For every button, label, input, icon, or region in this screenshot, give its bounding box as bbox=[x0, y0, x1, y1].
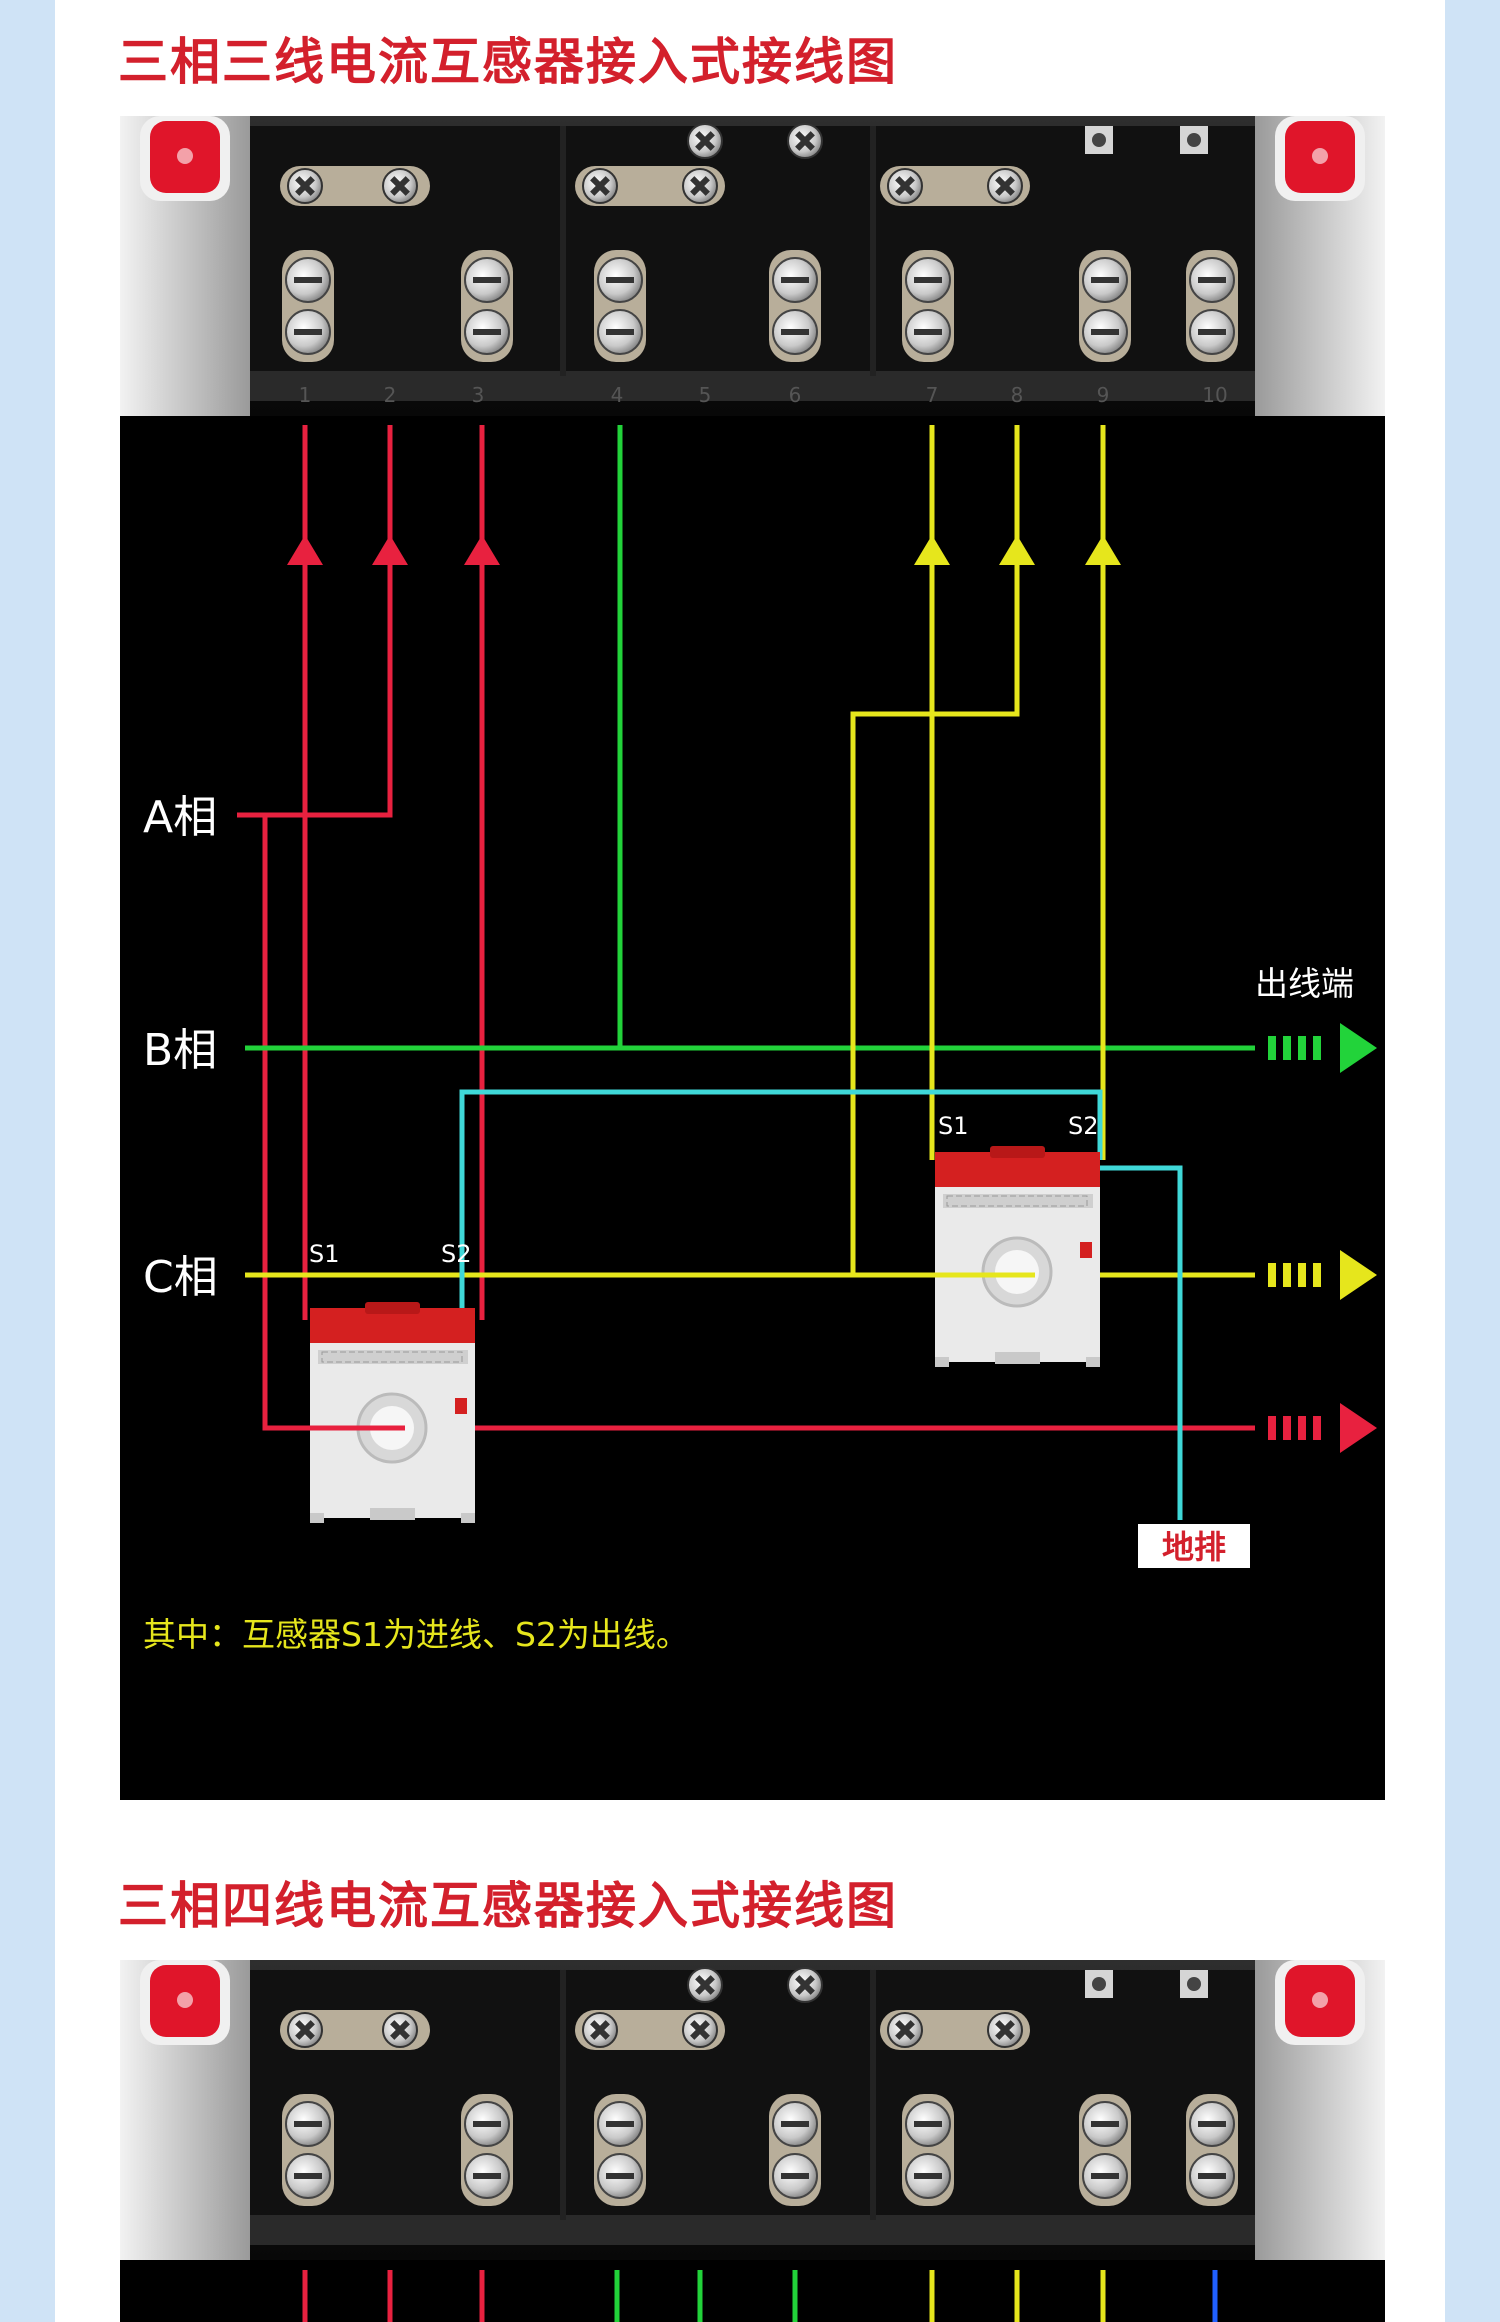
ground-wires bbox=[459, 1089, 1183, 1520]
ct-left-s2-label: S2 bbox=[441, 1240, 472, 1268]
note-text: 其中：互感器S1为进线、S2为出线。 bbox=[143, 1615, 689, 1654]
current-transformer-right bbox=[933, 1144, 1102, 1369]
ct-right-s1-label: S1 bbox=[938, 1112, 969, 1140]
outlet-arrow-b bbox=[1268, 1023, 1377, 1073]
diagram-three-phase-four-wire bbox=[120, 1960, 1385, 2322]
terminal-number: 3 bbox=[472, 383, 485, 407]
outlet-label: 出线端 bbox=[1255, 964, 1354, 1003]
ground-bar-label: 地排 bbox=[1162, 1528, 1226, 1566]
current-transformer-left bbox=[308, 1300, 477, 1525]
ct-terminal-labels: S1 S2 S1 S2 bbox=[309, 1112, 1099, 1268]
outlet-arrow-a bbox=[1268, 1403, 1377, 1453]
terminal-number: 10 bbox=[1202, 383, 1227, 407]
terminal-number: 5 bbox=[699, 383, 712, 407]
terminal-number: 7 bbox=[926, 383, 939, 407]
phase-b-wires bbox=[245, 425, 1255, 1051]
phase-c-label: C相 bbox=[143, 1252, 218, 1303]
outlet-arrow-c bbox=[1268, 1250, 1377, 1300]
ct-right-s2-label: S2 bbox=[1068, 1112, 1099, 1140]
terminal-number: 9 bbox=[1097, 383, 1110, 407]
ct-left-s1-label: S1 bbox=[309, 1240, 340, 1268]
phase-labels: A相 B相 C相 bbox=[143, 792, 218, 1303]
meter-terminal-block-2 bbox=[120, 1960, 1385, 2260]
phase-a-label: A相 bbox=[143, 792, 217, 843]
terminal-number: 6 bbox=[789, 383, 802, 407]
terminal-number: 1 bbox=[299, 383, 312, 407]
diagram2-wire-stubs bbox=[302, 2270, 1218, 2322]
meter-terminal-block bbox=[120, 116, 1385, 416]
ground-bar-tag: 地排 bbox=[1138, 1524, 1250, 1568]
phase-b-label: B相 bbox=[143, 1025, 217, 1076]
phase-c-arrowheads bbox=[914, 535, 1121, 565]
terminal-number: 2 bbox=[384, 383, 397, 407]
terminal-number: 8 bbox=[1011, 383, 1024, 407]
phase-a-arrowheads bbox=[287, 535, 500, 565]
terminal-number: 4 bbox=[611, 383, 624, 407]
section-title-three-phase-three-wire: 三相三线电流互感器接入式接线图 bbox=[118, 33, 898, 91]
terminal-number-row: 1 2 3 4 5 6 7 8 9 10 bbox=[299, 383, 1228, 407]
diagram-three-phase-three-wire: 1 2 3 4 5 6 7 8 9 10 bbox=[120, 116, 1385, 1800]
section-title-three-phase-four-wire: 三相四线电流互感器接入式接线图 bbox=[118, 1877, 898, 1935]
